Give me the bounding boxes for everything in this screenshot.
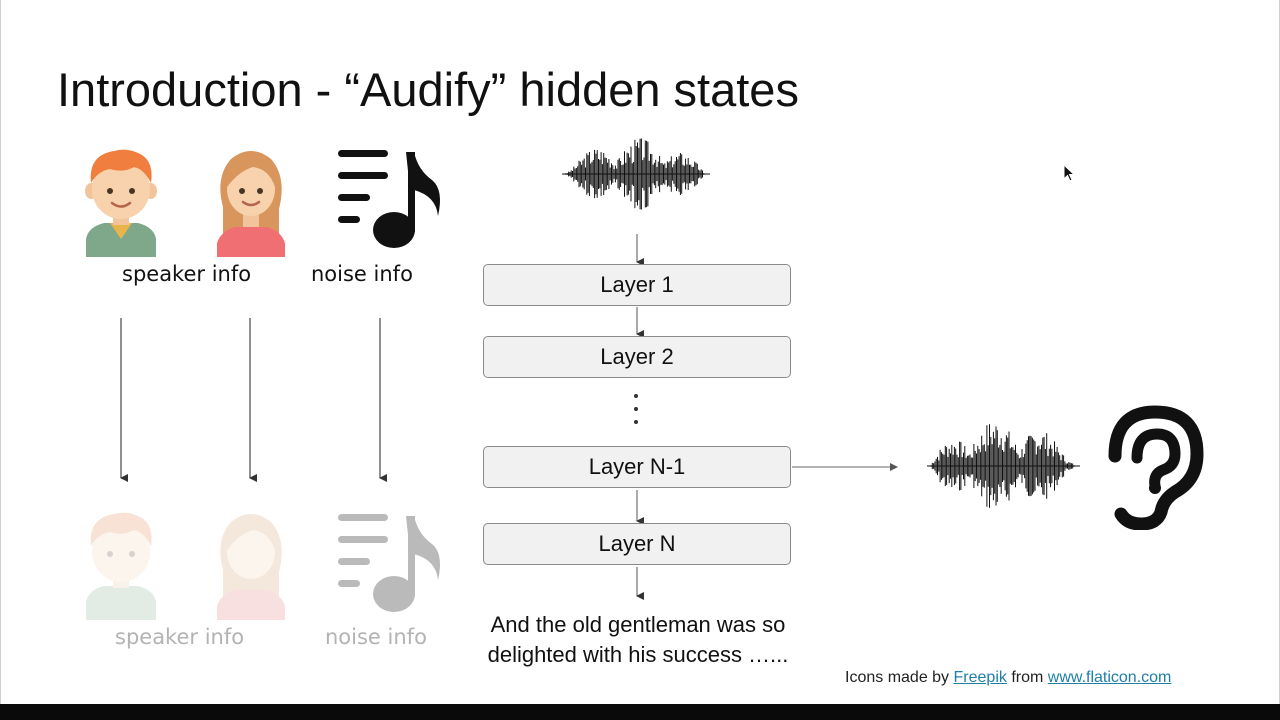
credit-middle: from — [1011, 669, 1044, 686]
output-waveform-icon — [927, 424, 1080, 508]
flaticon-link[interactable]: www.flaticon.com — [1047, 669, 1172, 686]
mouse-cursor-icon — [1063, 164, 1075, 182]
ear-icon — [1108, 405, 1204, 530]
noise-info-faded-label: noise info — [325, 625, 427, 649]
diagram-connectors — [120, 138, 1080, 600]
freepik-link[interactable]: Freepik — [953, 669, 1007, 686]
icon-credit: Icons made by Freepik from www.flaticon.… — [845, 669, 1171, 687]
layer-n-box: Layer N — [483, 523, 791, 565]
transcript-line-2: delighted with his success …... — [487, 642, 789, 667]
music-note-faded-icon — [338, 514, 440, 612]
girl-avatar-icon — [217, 151, 285, 257]
music-note-icon — [338, 150, 440, 248]
layer-2-box: Layer 2 — [483, 336, 791, 378]
layer-1-box: Layer 1 — [483, 264, 791, 306]
bottom-bar — [0, 704, 1280, 720]
credit-prefix: Icons made by — [845, 669, 950, 686]
boy-avatar-faded-icon — [86, 512, 156, 620]
speaker-info-label: speaker info — [122, 262, 252, 286]
girl-avatar-faded-icon — [217, 514, 285, 620]
layer-n-minus-1-box: Layer N-1 — [483, 446, 791, 488]
boy-avatar-icon — [85, 149, 157, 257]
noise-info-label: noise info — [311, 262, 413, 286]
ellipsis-dots — [631, 394, 641, 433]
transcript-line-1: And the old gentleman was so — [490, 612, 786, 637]
transcript-caption: And the old gentleman was so delighted w… — [460, 610, 816, 670]
slide-title: Introduction - “Audify” hidden states — [57, 63, 799, 116]
speaker-info-faded-label: speaker info — [115, 625, 245, 649]
input-waveform-icon — [562, 138, 710, 210]
